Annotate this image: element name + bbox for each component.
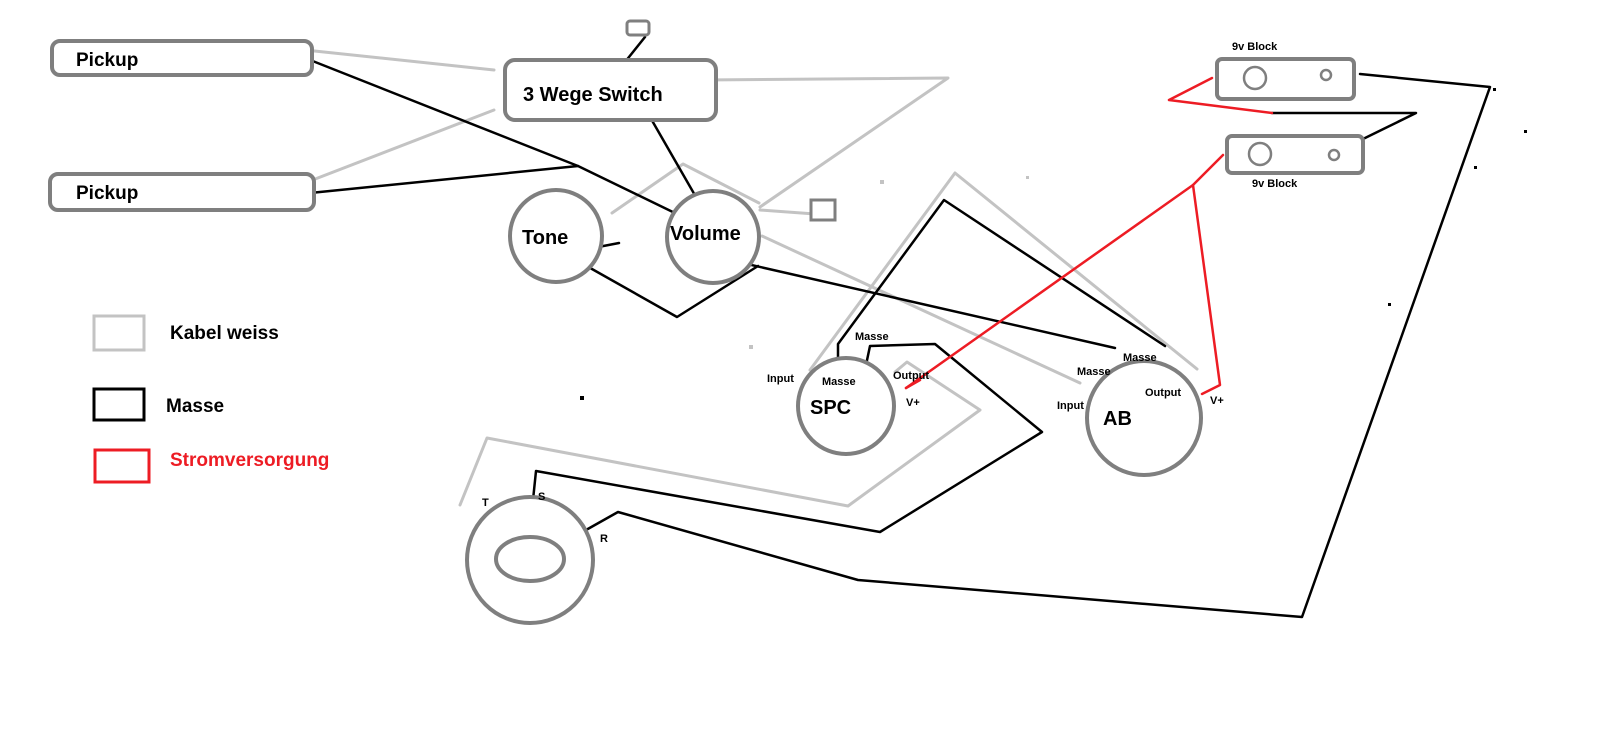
wire-power-ab-vplus [1191, 183, 1222, 396]
wire-white-volume-jumper [758, 208, 817, 216]
wire-ground-pickup-bottom [308, 164, 580, 195]
pickup-bottom: Pickup [48, 172, 316, 212]
stray-dots [580, 88, 1527, 400]
power-wires [904, 76, 1274, 396]
wire-white-spc-input-ab [808, 171, 1199, 372]
wire-ground-volume-ab [710, 254, 1117, 350]
spc-masse-inner-pin: Masse [822, 376, 856, 388]
wire-white-spc-output-jack [458, 360, 982, 508]
ab-output-pin: Output [1145, 387, 1181, 399]
legend-label-ground: Masse [166, 396, 224, 417]
legend: Kabel weiss Masse Stromversorgung [92, 314, 329, 484]
spc-vplus-pin: V+ [906, 397, 920, 409]
pickup-top-label: Pickup [76, 50, 138, 71]
battery-bottom-label: 9v Block [1252, 178, 1298, 190]
spc-module: SPC [796, 356, 896, 456]
switch: 3 Wege Switch [503, 19, 718, 122]
white-cables [303, 48, 1199, 508]
spc-output-pin: Output [893, 370, 929, 382]
battery-bottom: 9v Block [1225, 134, 1365, 190]
pin-labels: Input Masse Masse Output V+ Input Masse … [482, 331, 1224, 545]
legend-swatch-power [93, 448, 151, 484]
battery-top: 9v Block [1215, 41, 1356, 101]
wire-white-pickup-top-switch [303, 48, 496, 72]
wire-ground-jack-r-batteries [584, 72, 1492, 619]
tone-pot: Tone [508, 188, 604, 284]
wire-ground-spc-masse-loop [836, 198, 1167, 368]
legend-label-power: Stromversorgung [170, 450, 329, 471]
ab-input-pin: Input [1057, 400, 1084, 412]
ab-label: AB [1103, 408, 1132, 430]
legend-swatch-white [92, 314, 146, 352]
legend-swatch-ground [92, 387, 146, 422]
ab-masse-left-pin: Masse [1077, 366, 1111, 378]
ab-module: AB [1085, 359, 1203, 477]
spc-masse-outer-pin: Masse [855, 331, 889, 343]
spc-label: SPC [810, 397, 851, 419]
volume-pot: Volume [665, 189, 761, 285]
battery-top-label: 9v Block [1232, 41, 1278, 53]
spc-input-pin: Input [767, 373, 794, 385]
ab-masse-right-pin: Masse [1123, 352, 1157, 364]
wire-ground-battery-link [1270, 111, 1418, 141]
pickup-top: Pickup [50, 39, 314, 77]
wire-white-volume-ab-input [760, 234, 1082, 385]
wire-white-tone-volume [610, 162, 761, 215]
ab-vplus-pin: V+ [1210, 395, 1224, 407]
wire-ground-switch-volume [648, 115, 702, 206]
switch-label: 3 Wege Switch [523, 84, 663, 106]
legend-label-white: Kabel weiss [170, 323, 279, 344]
wire-ground-tone-volume [574, 258, 760, 319]
wire-power-spc-stub [904, 378, 922, 390]
volume-label: Volume [670, 223, 741, 245]
wire-white-switch-right [701, 76, 950, 209]
switch-lever-icon [625, 19, 651, 37]
volume-jumper-box [809, 198, 837, 222]
jack-s-pin: S [538, 491, 545, 503]
jack-r-pin: R [600, 533, 608, 545]
jack-t-pin: T [482, 497, 489, 509]
output-jack [465, 495, 595, 625]
tone-label: Tone [522, 227, 568, 249]
pickup-bottom-label: Pickup [76, 183, 138, 204]
wire-ground-spc-masse-inner [531, 342, 1044, 534]
wire-power-battery-top [1167, 76, 1274, 115]
